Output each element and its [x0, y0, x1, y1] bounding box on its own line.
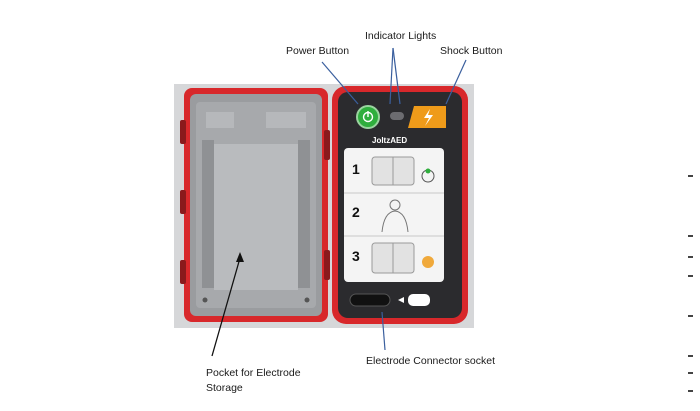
step-number-2: 2: [352, 204, 360, 220]
label-power-button: Power Button: [286, 45, 350, 57]
label-connector: Electrode Connector socket: [366, 355, 495, 367]
label-indicator-lights: Indicator Lights: [365, 30, 437, 42]
lightning-icon: [424, 109, 433, 126]
edge-mark: [688, 372, 693, 374]
step-number-3: 3: [352, 248, 360, 264]
pocket-arrow: [211, 252, 244, 357]
edge-mark: [688, 275, 693, 277]
edge-mark: [688, 175, 693, 177]
socket-badge: [408, 294, 430, 306]
edge-mark: [688, 315, 693, 317]
device-brand: JoltzAED: [372, 136, 408, 145]
label-pocket: Pocket for Electrode Storage: [206, 367, 301, 394]
aed-device: [332, 86, 468, 324]
electrode-connector-socket[interactable]: [349, 293, 391, 307]
edge-mark: [688, 355, 693, 357]
edge-mark: [688, 256, 693, 258]
storage-lid: [180, 88, 330, 322]
person-icon: [389, 199, 401, 211]
leader-lines: [321, 47, 467, 351]
indicator-lights: [390, 112, 404, 120]
step-number-1: 1: [352, 161, 360, 177]
edge-mark: [688, 235, 693, 237]
label-shock-button: Shock Button: [440, 45, 503, 57]
edge-mark: [688, 390, 693, 392]
